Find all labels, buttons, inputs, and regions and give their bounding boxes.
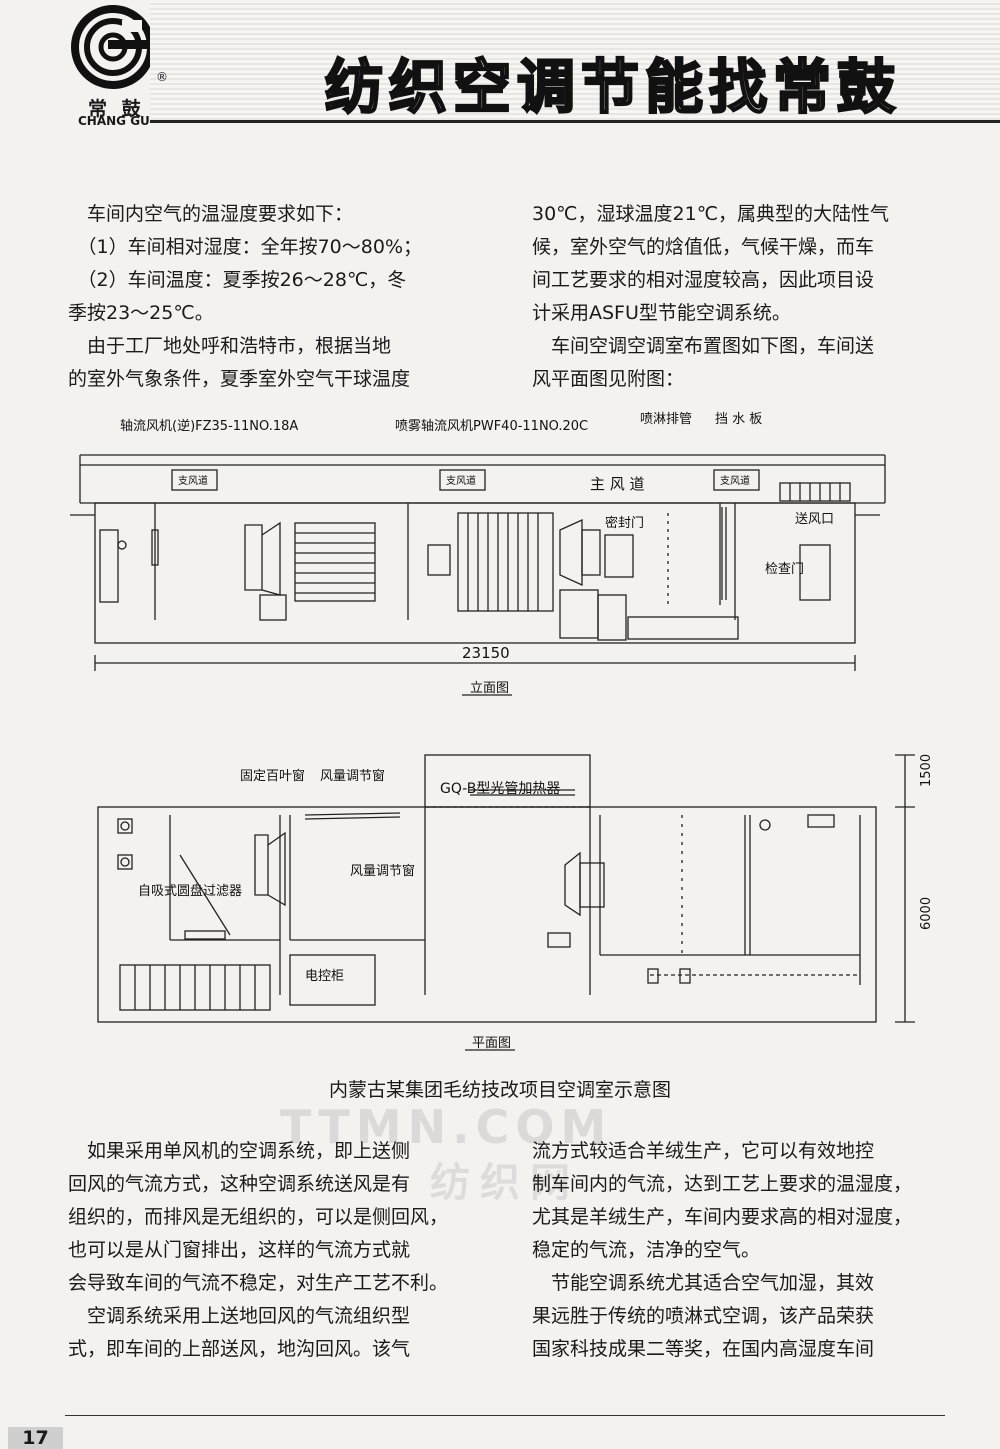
text-line: 稳定的气流，洁净的空气。 xyxy=(532,1239,761,1261)
banner-title: 纺织空调节能找常鼓 xyxy=(324,52,902,123)
text-line: 间工艺要求的相对湿度较高，因此项目设 xyxy=(532,269,875,291)
text-line: （2）车间温度：夏季按26～28℃，冬 xyxy=(68,269,407,291)
text-line: 车间空调空调室布置图如下图，车间送 xyxy=(532,335,875,357)
label-branch-duct: 支风道 xyxy=(178,474,208,487)
text-line: 流方式较适合羊绒生产，它可以有效地控 xyxy=(532,1140,875,1162)
page-header: 常 鼓 CHANG GU ® 纺织空调节能找常鼓 xyxy=(0,0,1000,130)
text-left-bottom: 如果采用单风机的空调系统，即上送侧 回风的气流方式，这种空调系统送风是有 组织的… xyxy=(68,1135,473,1366)
text-line: 30℃，湿球温度21℃，属典型的大陆性气 xyxy=(532,203,890,225)
label-air-damper-2: 风量调节窗 xyxy=(350,863,415,879)
text-line: 会导致车间的气流不稳定，对生产工艺不利。 xyxy=(68,1272,449,1294)
text-line: 节能空调系统尤其适合空气加湿，其效 xyxy=(532,1272,875,1294)
text-line: 果远胜于传统的喷淋式空调，该产品荣获 xyxy=(532,1305,875,1327)
watermark: TTMN.COM xyxy=(280,1100,613,1154)
logo-chinese: 常 鼓 xyxy=(88,98,145,120)
dimension-6000: 6000 xyxy=(919,897,934,930)
text-line: 车间内空气的温湿度要求如下： xyxy=(68,203,354,225)
text-line: 国家科技成果二等奖，在国内高湿度车间 xyxy=(532,1338,875,1360)
text-right-top: 30℃，湿球温度21℃，属典型的大陆性气 候，室外空气的焓值低，气候干燥，而车 … xyxy=(532,198,944,396)
text-line: 如果采用单风机的空调系统，即上送侧 xyxy=(68,1140,411,1162)
text-line: 计采用ASFU型节能空调系统。 xyxy=(532,302,791,324)
text-line: 风平面图见附图： xyxy=(532,368,685,390)
dimension-1500: 1500 xyxy=(919,754,934,787)
label-inspection-door: 检查门 xyxy=(765,562,804,577)
header-band xyxy=(70,0,1000,120)
label-disc-filter: 自吸式圆盘过滤器 xyxy=(138,883,242,899)
text-line: 尤其是羊绒生产，车间内要求高的相对湿度， xyxy=(532,1206,913,1228)
label-supply-outlet: 送风口 xyxy=(795,512,834,527)
label-branch-duct: 支风道 xyxy=(446,474,476,487)
text-left-top: 车间内空气的温湿度要求如下： （1）车间相对湿度：全年按70～80%； （2）车… xyxy=(68,198,473,396)
text-line: 制车间内的气流，达到工艺上要求的温湿度， xyxy=(532,1173,913,1195)
watermark-cn: 纺织网 xyxy=(430,1160,580,1206)
label-axial-fan: 轴流风机(逆)FZ35-11NO.18A xyxy=(120,418,298,434)
page-number: 17 xyxy=(8,1427,63,1449)
text-line: 组织的，而排风是无组织的，可以是侧回风， xyxy=(68,1206,449,1228)
text-line: 由于工厂地处呼和浩特市，根据当地 xyxy=(68,335,392,357)
logo xyxy=(0,0,155,130)
text-line: 回风的气流方式，这种空调系统送风是有 xyxy=(68,1173,411,1195)
label-seal-door: 密封门 xyxy=(605,515,644,531)
figure-caption: 内蒙古某集团毛纺技改项目空调室示意图 xyxy=(328,1079,671,1101)
logo-emblem-icon xyxy=(71,5,155,89)
plan-title: 平面图 xyxy=(472,1036,511,1051)
elevation-title: 立面图 xyxy=(470,681,509,696)
text-line: 候，室外空气的焓值低，气候干燥，而车 xyxy=(532,236,875,258)
text-right-bottom: 流方式较适合羊绒生产，它可以有效地控 制车间内的气流，达到工艺上要求的温湿度， … xyxy=(532,1135,944,1366)
logo-english: CHANG GU xyxy=(78,114,150,128)
label-spray-pipe: 喷淋排管 xyxy=(640,412,692,427)
text-line: 季按23～25℃。 xyxy=(68,302,214,324)
text-line: 的室外气象条件，夏季室外空气干球温度 xyxy=(68,368,411,390)
registered-mark: ® xyxy=(156,70,168,84)
label-control-cabinet: 电控柜 xyxy=(305,969,344,984)
text-line: 也可以是从门窗排出，这样的气流方式就 xyxy=(68,1239,411,1261)
label-tube-heater: GQ-B型光管加热器 xyxy=(440,781,560,797)
text-line: （1）车间相对湿度：全年按70～80%； xyxy=(68,236,422,258)
label-fixed-louver: 固定百叶窗 xyxy=(240,768,305,784)
label-spray-fan: 喷雾轴流风机PWF40-11NO.20C xyxy=(395,419,588,434)
text-line: 式，即车间的上部送风，地沟回风。该气 xyxy=(68,1338,411,1360)
footer-rule xyxy=(65,1415,945,1416)
text-line: 空调系统采用上送地回风的气流组织型 xyxy=(68,1305,411,1327)
label-branch-duct: 支风道 xyxy=(720,474,750,487)
dimension-length: 23150 xyxy=(462,644,510,662)
header-rule xyxy=(70,120,1000,123)
air-conditioning-room-drawing: 轴流风机(逆)FZ35-11NO.18A 喷雾轴流风机PWF40-11NO.20… xyxy=(70,412,934,1051)
label-air-damper: 风量调节窗 xyxy=(320,768,385,784)
label-water-baffle: 挡 水 板 xyxy=(715,412,762,427)
label-main-duct: 主 风 道 xyxy=(590,475,645,493)
